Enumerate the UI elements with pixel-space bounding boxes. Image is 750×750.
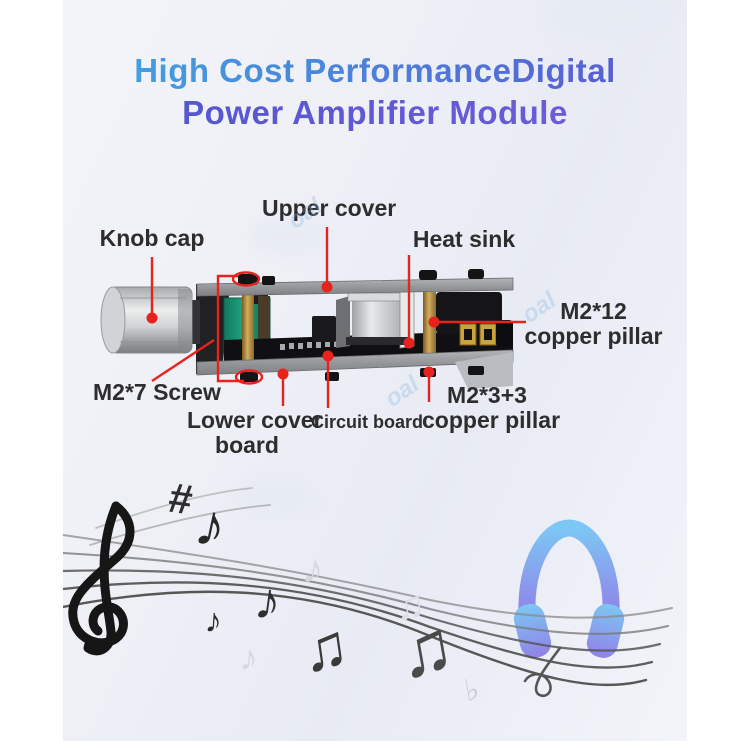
- page-title: High Cost PerformanceDigital Power Ampli…: [63, 50, 687, 134]
- callout-line-m2x7: [151, 338, 215, 383]
- module-end-plate: [196, 284, 230, 374]
- label-m2x3-copper-pillar: M2*3+3 copper pillar: [422, 382, 561, 433]
- audio-jack: [496, 320, 513, 347]
- staff-end-swirl: [523, 646, 562, 698]
- label-m2x7-screw: M2*7 Screw: [93, 379, 221, 405]
- screw-highlight-circle: [234, 369, 264, 385]
- upper-cover-part: [196, 277, 514, 297]
- title-line-1: High Cost PerformanceDigital: [63, 50, 687, 92]
- label-lower-cover-board: Lower cover board: [187, 407, 323, 458]
- capacitor: [312, 316, 336, 342]
- label-m2x12-copper-pillar: M2*12 copper pillar: [524, 298, 663, 349]
- cloud-decoration: [232, 474, 314, 520]
- title-line-2: Power Amplifier Module: [63, 92, 687, 134]
- label-upper-cover: Upper cover: [262, 195, 397, 221]
- knob-cap-face: [100, 286, 126, 354]
- label-heat-sink: Heat sink: [412, 226, 516, 252]
- amplifier-module-illustration: [100, 269, 514, 389]
- eighth-note-icon: ♪: [203, 601, 224, 641]
- heat-sink-part: [352, 298, 400, 340]
- screw-highlight-circle: [231, 271, 261, 287]
- cloud-decoration: [540, 0, 670, 38]
- treble-clef-icon: [68, 501, 135, 656]
- product-image: High Cost PerformanceDigital Power Ampli…: [63, 0, 687, 741]
- faint-note-icon: ♪: [237, 636, 261, 679]
- music-staff-decoration: [63, 487, 673, 698]
- copper-pillar-m2x12: [423, 292, 436, 360]
- label-knob-cap: Knob cap: [99, 225, 205, 251]
- copper-pillar-m2x12: [242, 292, 254, 364]
- cloud-decoration: [248, 215, 328, 257]
- small-pillar: [258, 296, 270, 352]
- callout-dots: [146, 281, 440, 380]
- callout-bracket: [216, 274, 244, 383]
- label-circuit-board: Circuit board: [311, 412, 424, 432]
- beamed-notes-icon: ♫: [297, 611, 354, 686]
- callout-lines: [146, 227, 526, 408]
